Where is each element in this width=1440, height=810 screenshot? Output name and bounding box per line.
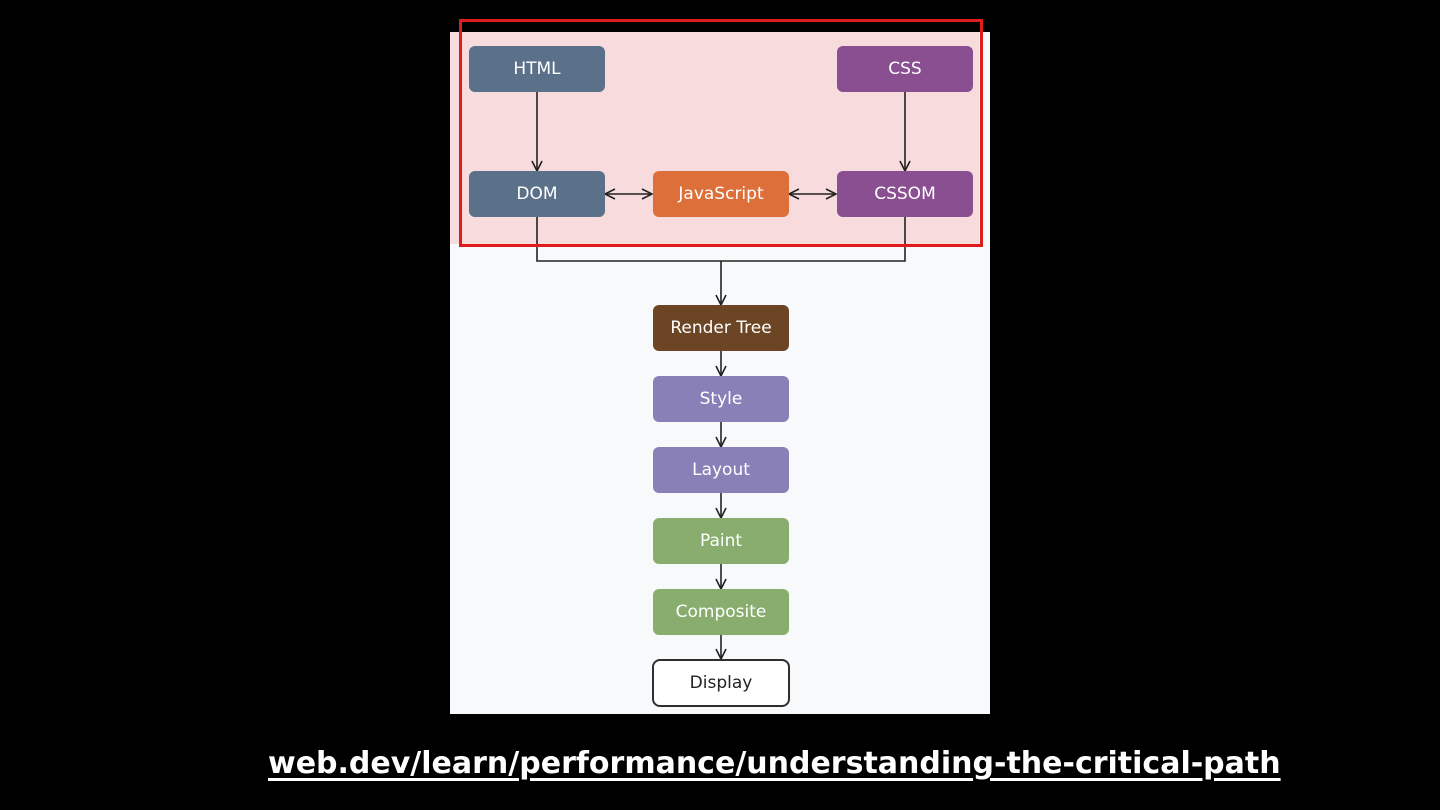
node-render-tree: Render Tree xyxy=(653,305,789,351)
node-paint: Paint xyxy=(653,518,789,564)
line-cssom-merge xyxy=(721,217,906,262)
node-composite: Composite xyxy=(653,589,789,635)
node-css: CSS xyxy=(837,46,973,92)
node-display: Display xyxy=(652,659,790,707)
node-javascript: JavaScript xyxy=(653,171,789,217)
line-dom-merge xyxy=(536,217,721,262)
node-html: HTML xyxy=(469,46,605,92)
node-style: Style xyxy=(653,376,789,422)
node-cssom: CSSOM xyxy=(837,171,973,217)
source-url-link[interactable]: web.dev/learn/performance/understanding-… xyxy=(268,746,1281,781)
highlight-box xyxy=(459,19,983,247)
node-layout: Layout xyxy=(653,447,789,493)
node-dom: DOM xyxy=(469,171,605,217)
